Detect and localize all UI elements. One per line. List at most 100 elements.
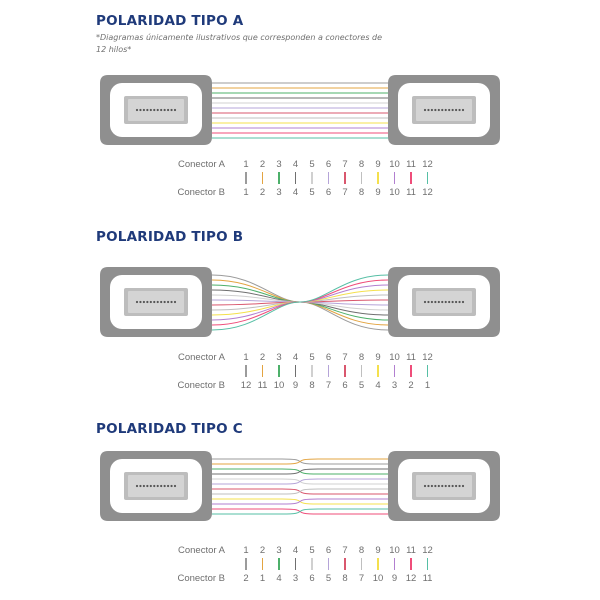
conector-a-number: 6 xyxy=(325,159,332,170)
title-polaridad-b: POLARIDAD TIPO B xyxy=(96,229,244,245)
conector-a-number: 3 xyxy=(276,545,282,556)
fiber-hole xyxy=(458,300,461,304)
fiber-hole xyxy=(444,484,447,488)
fiber-hole xyxy=(434,300,437,304)
fiber-color-tick xyxy=(393,558,396,570)
fiber-color-tick xyxy=(377,365,379,377)
fiber-diagram-a xyxy=(100,75,500,145)
fiber-color-tick xyxy=(344,172,346,184)
conector-b-number: 11 xyxy=(406,187,416,198)
conector-b-number: 11 xyxy=(257,380,268,391)
fiber-hole xyxy=(163,108,166,112)
conector-b-number: 1 xyxy=(259,573,266,584)
fiber-hole xyxy=(461,300,465,304)
ferrule-face xyxy=(416,99,472,121)
fiber-hole xyxy=(166,484,170,488)
fiber-hole xyxy=(170,484,173,488)
conector-a-number: 10 xyxy=(389,545,400,556)
fiber-color-tick xyxy=(344,365,346,377)
fiber-hole xyxy=(135,108,139,112)
conector-b-number: 5 xyxy=(325,573,332,584)
fiber-color-tick xyxy=(245,365,247,377)
conector-a-number: 2 xyxy=(259,352,266,363)
fiber-hole xyxy=(135,484,139,488)
fiber-line xyxy=(212,488,388,495)
fiber-color-tick xyxy=(294,365,297,377)
fiber-hole xyxy=(163,484,166,488)
fiber-hole xyxy=(146,484,149,488)
fiber-color-tick xyxy=(410,558,412,570)
conector-a-number: 11 xyxy=(406,159,416,170)
fiber-color-tick xyxy=(278,558,280,570)
conector-a-number: 10 xyxy=(389,352,400,363)
fiber-hole xyxy=(139,484,142,488)
fiber-hole xyxy=(146,108,149,112)
fiber-color-tick xyxy=(377,558,379,570)
fiber-holes xyxy=(423,108,465,112)
row-label-conector-b: Conector B xyxy=(177,573,225,584)
ferrule-face xyxy=(416,291,472,313)
fiber-hole xyxy=(451,300,454,304)
conector-a-number: 4 xyxy=(292,352,299,363)
fiber-hole xyxy=(166,300,170,304)
conector-b-number: 2 xyxy=(243,573,249,584)
fiber-color-tick xyxy=(426,172,429,184)
fiber-hole xyxy=(437,108,440,112)
fiber-hole xyxy=(430,108,434,112)
conector-a-number: 8 xyxy=(358,352,365,363)
fiber-hole xyxy=(153,108,156,112)
fiber-hole xyxy=(444,300,447,304)
fiber-hole xyxy=(149,484,152,488)
conector-a-number: 1 xyxy=(243,159,249,170)
fiber-hole xyxy=(149,108,152,112)
fiber-hole xyxy=(427,108,430,112)
fiber-hole xyxy=(437,300,440,304)
conector-b-number: 4 xyxy=(276,573,282,584)
conector-b-number: 10 xyxy=(372,573,384,584)
fiber-line xyxy=(212,498,388,505)
fiber-hole xyxy=(423,484,427,488)
fiber-diagram-c xyxy=(100,451,500,521)
row-label-conector-a: Conector A xyxy=(178,352,225,363)
fiber-hole xyxy=(448,108,451,112)
fiber-color-tick xyxy=(410,365,412,377)
fiber-holes xyxy=(135,108,177,112)
fiber-hole xyxy=(448,300,451,304)
row-label-conector-a: Conector A xyxy=(178,159,225,170)
fiber-holes xyxy=(135,484,177,488)
diagram-polaridad-a xyxy=(0,70,600,150)
conector-b-number: 7 xyxy=(358,573,365,584)
connector-right xyxy=(388,267,500,337)
conector-a-number: 7 xyxy=(342,159,348,170)
fiber-hole xyxy=(423,108,427,112)
conector-a-number: 8 xyxy=(358,545,365,556)
ferrule-face xyxy=(128,475,184,497)
fiber-color-tick xyxy=(360,172,363,184)
title-polaridad-a: POLARIDAD TIPO A xyxy=(96,13,244,29)
fiber-color-tick xyxy=(410,172,412,184)
fiber-hole xyxy=(427,484,430,488)
conector-b-number: 6 xyxy=(342,380,348,391)
conector-a-number: 5 xyxy=(309,545,315,556)
fiber-color-tick xyxy=(261,172,264,184)
fiber-color-tick xyxy=(426,365,429,377)
fiber-hole xyxy=(434,108,437,112)
conector-a-number: 12 xyxy=(422,159,433,170)
fiber-hole xyxy=(160,300,163,304)
fiber-hole xyxy=(434,484,437,488)
diagram-polaridad-b xyxy=(0,262,600,342)
conector-a-number: 9 xyxy=(375,545,381,556)
fiber-hole xyxy=(454,300,458,304)
fiber-color-tick xyxy=(393,365,396,377)
conector-a-number: 9 xyxy=(375,352,381,363)
conector-a-number: 7 xyxy=(342,352,348,363)
diagram-polaridad-c xyxy=(0,446,600,526)
fiber-hole xyxy=(139,300,142,304)
conector-b-number: 2 xyxy=(408,380,414,391)
conector-b-number: 10 xyxy=(389,187,400,198)
conector-b-number: 7 xyxy=(325,380,332,391)
fiber-color-tick xyxy=(294,172,297,184)
fiber-hole xyxy=(156,484,159,488)
fiber-hole xyxy=(149,300,152,304)
